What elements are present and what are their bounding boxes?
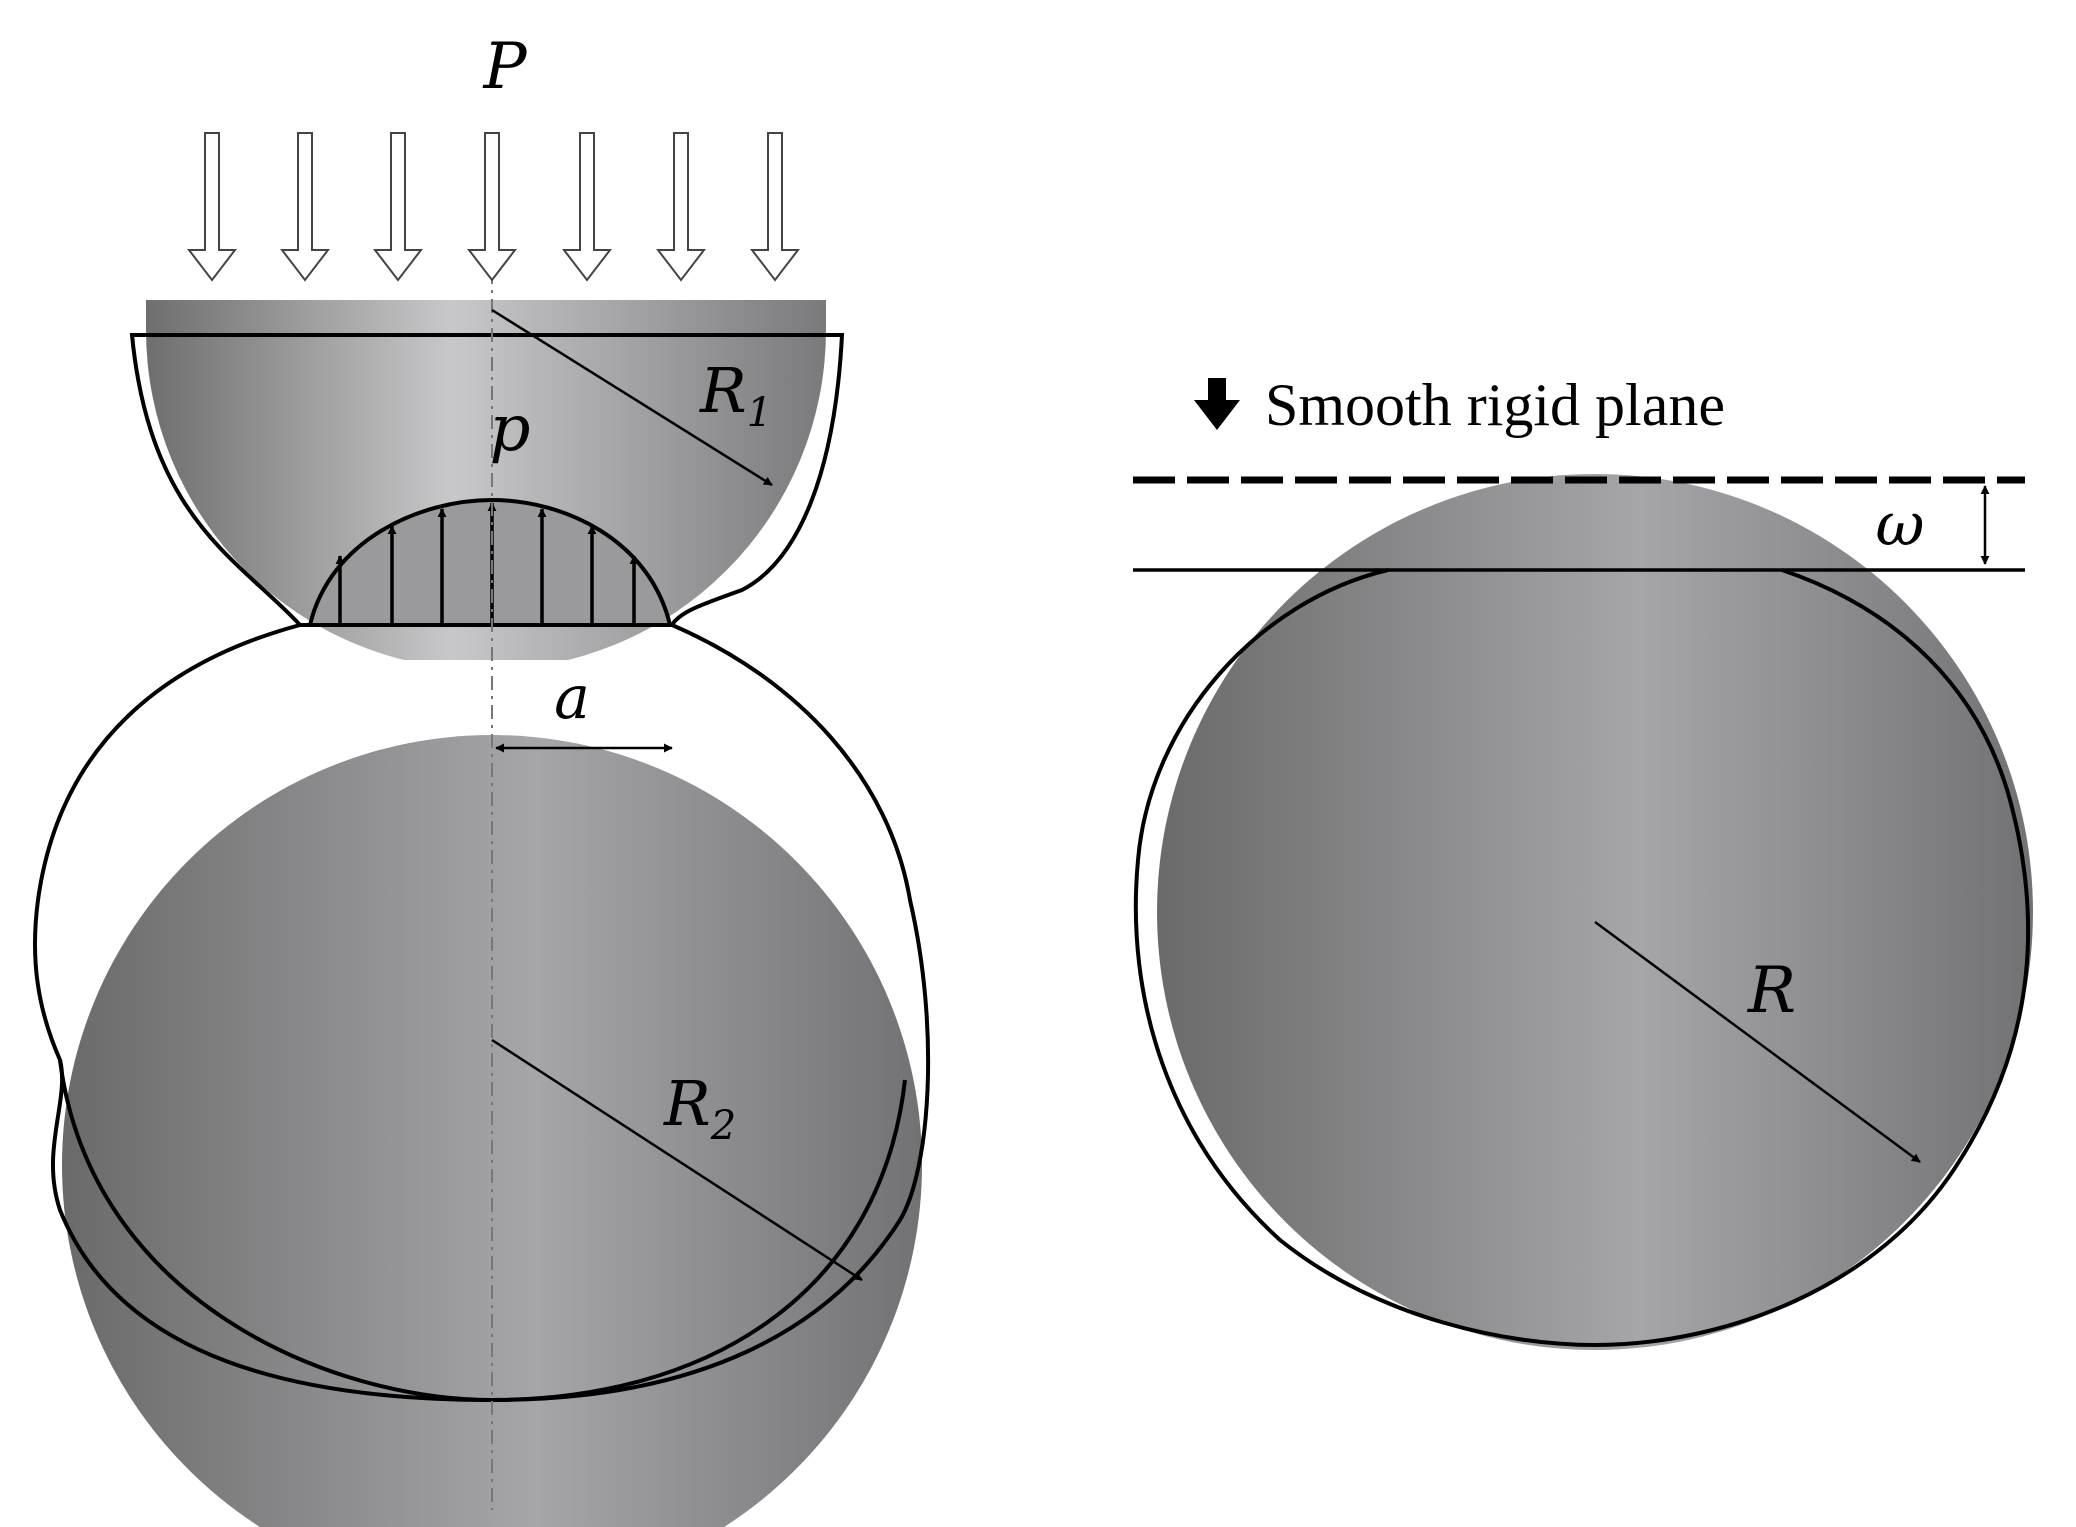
load-arrow: [372, 132, 424, 282]
load-arrow: [186, 132, 238, 282]
upper-body-outline: [129, 333, 845, 627]
load-arrow: [655, 132, 707, 282]
radius2-line: [491, 1038, 863, 1282]
upper-hemisphere: [146, 300, 826, 660]
interference-label: ω: [1876, 490, 1925, 560]
radius1-subscript: 1: [747, 390, 772, 436]
pressure-label: p: [490, 392, 531, 466]
down-arrow-icon: [1194, 378, 1240, 430]
lower-body-outline: [32, 623, 931, 1403]
left-panel: P p a R1 R2: [32, 30, 931, 1527]
radius2-subscript: 2: [710, 1103, 736, 1149]
plane-label: Smooth rigid plane: [1265, 372, 1725, 438]
radius1-label: R1: [699, 354, 772, 436]
load-arrow: [749, 132, 801, 282]
right-deformed-outline: [1133, 568, 2031, 1348]
right-panel: ω R Smooth rigid plane: [1133, 372, 2033, 1350]
load-label: P: [482, 30, 527, 104]
radius1-letter: R: [699, 354, 747, 427]
pressure-distribution: [307, 497, 673, 627]
radius2-label: R2: [663, 1067, 736, 1149]
right-radius-label: R: [1747, 954, 1796, 1028]
right-radius-line: [1594, 920, 1921, 1164]
contact-radius-label: a: [554, 663, 590, 733]
right-sphere: [1157, 474, 2033, 1350]
pressure-arrows: [335, 502, 639, 625]
lower-sphere-original-outline: [58, 1059, 907, 1403]
radius1-line: [491, 308, 773, 487]
radius2-letter: R: [663, 1067, 711, 1140]
load-arrow: [466, 132, 518, 282]
load-arrow: [561, 132, 613, 282]
load-arrow: [279, 132, 331, 282]
load-arrows: [186, 132, 801, 282]
